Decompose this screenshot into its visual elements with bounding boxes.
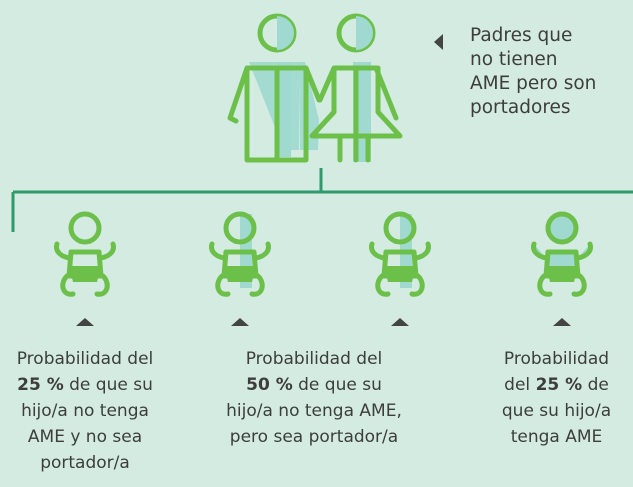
parents-label-line: portadores <box>470 97 571 118</box>
up-triangle-icon <box>553 318 571 326</box>
parents-label-line: Padres que <box>470 25 573 46</box>
baby-icon-4 <box>531 211 593 297</box>
outcome-percent: 25 % <box>535 375 583 395</box>
outcome-text: de que su <box>292 375 382 395</box>
outcome-line: hijo/a no tenga AME, <box>226 401 402 421</box>
outcome-line: del 25 % de <box>480 372 633 398</box>
outcome-line: Probabilidad del <box>245 349 383 369</box>
up-triangle-icon <box>76 318 94 326</box>
baby-icon-1 <box>54 211 116 297</box>
parents-label-line: no tienen <box>470 49 558 70</box>
child-outcome-4: Probabilidad del 25 % de que su hijo/a t… <box>480 346 633 450</box>
outcome-line: que su hijo/a <box>501 401 612 421</box>
baby-icon-3 <box>369 211 431 297</box>
outcome-percent: 25 % <box>17 375 64 395</box>
child-outcome-2: Probabilidad del 50 % de que su hijo/a n… <box>209 346 419 450</box>
outcome-percent: 50 % <box>246 375 293 395</box>
tree-connector <box>11 168 633 232</box>
parents-label: Padres que no tienen AME pero son portad… <box>470 24 630 120</box>
outcome-line: Probabilidad <box>503 349 610 369</box>
outcome-text: de <box>582 375 609 395</box>
outcome-line: 50 % de que su <box>209 372 419 398</box>
outcome-text: de que su <box>63 375 153 395</box>
outcome-line: AME y no sea <box>27 427 143 447</box>
outcome-line: portador/a <box>40 453 130 473</box>
outcome-line: tenga AME <box>510 427 603 447</box>
outcome-line: Probabilidad del <box>16 349 154 369</box>
father-icon <box>227 13 322 163</box>
up-triangle-icon <box>391 318 409 326</box>
child-outcome-1: Probabilidad del 25 % de que su hijo/a n… <box>0 346 170 476</box>
parents-label-line: AME pero son <box>470 73 597 94</box>
parents-pointer-icon <box>434 34 443 50</box>
outcome-line: hijo/a no tenga <box>21 401 149 421</box>
outcome-line: pero sea portador/a <box>229 427 399 447</box>
up-triangle-icon <box>231 318 249 326</box>
baby-icon-2 <box>209 211 271 297</box>
outcome-text: del <box>504 375 536 395</box>
outcome-line: 25 % de que su <box>0 372 170 398</box>
mother-icon <box>309 13 403 163</box>
